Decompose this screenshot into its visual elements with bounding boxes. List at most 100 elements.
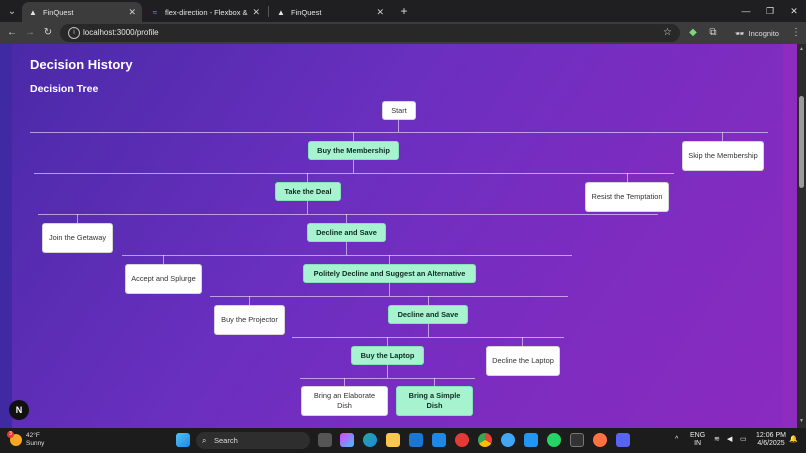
page-scrollbar[interactable]: ▲ ▼ bbox=[797, 44, 806, 428]
opera-icon[interactable] bbox=[455, 433, 469, 447]
url-text[interactable]: localhost:3000/profile bbox=[83, 28, 159, 37]
tab-divider bbox=[268, 6, 269, 17]
tree-connector bbox=[398, 119, 399, 132]
page-title: Decision History bbox=[30, 57, 133, 72]
tree-connector bbox=[353, 132, 354, 141]
tree-connector bbox=[38, 214, 658, 215]
tree-node-decline-laptop[interactable]: Decline the Laptop bbox=[486, 346, 560, 376]
back-arrow-icon[interactable]: ← bbox=[7, 27, 17, 38]
tree-connector bbox=[627, 173, 628, 182]
clock[interactable]: 12:06 PM 4/6/2025 bbox=[756, 432, 786, 447]
chrome-icon[interactable] bbox=[478, 433, 492, 447]
tree-connector bbox=[344, 378, 345, 386]
tree-connector bbox=[77, 214, 78, 223]
tree-connector bbox=[389, 283, 390, 296]
copilot-icon[interactable] bbox=[340, 433, 354, 447]
edge-icon[interactable] bbox=[363, 433, 377, 447]
battery-icon[interactable]: ▭ bbox=[740, 436, 747, 443]
close-icon[interactable]: ✕ bbox=[252, 6, 260, 17]
wifi-icon[interactable]: ≋ bbox=[714, 436, 720, 443]
tree-connector bbox=[34, 173, 674, 174]
address-bar[interactable]: i localhost:3000/profile ☆ bbox=[60, 24, 680, 42]
sun-icon: 3 bbox=[7, 431, 22, 446]
tree-connector bbox=[300, 378, 475, 379]
triangle-logo-icon: ▲ bbox=[277, 7, 285, 17]
section-title: Decision Tree bbox=[30, 83, 99, 95]
bookmark-star-icon[interactable]: ☆ bbox=[663, 27, 672, 38]
tree-node-skip-membership[interactable]: Skip the Membership bbox=[682, 141, 764, 171]
tree-connector bbox=[387, 337, 388, 346]
page-background bbox=[783, 44, 797, 428]
extension-icon[interactable]: ◆ bbox=[689, 27, 697, 38]
tab-finquest-active[interactable]: ▲ FinQuest ✕ bbox=[22, 2, 142, 22]
tab-strip: ⌄ ▲ FinQuest ✕ ≈ flex-direction - Flexbo… bbox=[0, 0, 806, 22]
windows-taskbar: 3 42°F Sunny ⌕ Search ^ ENG IN ≋ ◀ ▭ 12:… bbox=[0, 428, 806, 453]
tree-connector bbox=[522, 337, 523, 346]
tree-connector bbox=[307, 201, 308, 214]
tree-node-politely-decline[interactable]: Politely Decline and Suggest an Alternat… bbox=[303, 264, 476, 283]
chevron-up-icon[interactable]: ^ bbox=[675, 436, 679, 443]
notification-bell-icon[interactable]: 🔔 bbox=[789, 436, 798, 443]
close-icon[interactable]: ✕ bbox=[128, 6, 136, 17]
vscode-icon[interactable] bbox=[432, 433, 446, 447]
close-icon[interactable]: ✕ bbox=[376, 6, 384, 17]
tree-connector bbox=[210, 296, 568, 297]
scroll-down-icon[interactable]: ▼ bbox=[799, 418, 804, 424]
reload-icon[interactable]: ↻ bbox=[43, 27, 53, 38]
volume-icon[interactable]: ◀ bbox=[727, 436, 733, 443]
incognito-indicator[interactable]: 🕶 Incognito bbox=[735, 28, 779, 38]
tree-node-accept-splurge[interactable]: Accept and Splurge bbox=[125, 264, 202, 294]
scroll-up-icon[interactable]: ▲ bbox=[799, 46, 804, 52]
scrollbar-thumb[interactable] bbox=[799, 96, 804, 188]
tree-node-resist-temptation[interactable]: Resist the Temptation bbox=[585, 182, 669, 212]
incognito-icon: 🕶 bbox=[735, 28, 745, 38]
tree-node-start[interactable]: Start bbox=[382, 101, 416, 120]
new-tab-button[interactable]: + bbox=[400, 4, 408, 18]
page-viewport: Decision History Decision Tree Start Buy… bbox=[0, 44, 806, 428]
restore-button[interactable]: ❐ bbox=[765, 6, 775, 16]
tree-node-decline-save[interactable]: Decline and Save bbox=[307, 223, 386, 242]
tab-finquest[interactable]: ▲ FinQuest ✕ bbox=[277, 6, 384, 17]
close-window-button[interactable]: ✕ bbox=[790, 6, 798, 16]
more-menu-icon[interactable]: ⋮ bbox=[791, 27, 801, 38]
tree-node-bring-elaborate-dish[interactable]: Bring an Elaborate Dish bbox=[301, 386, 388, 416]
tree-connector bbox=[353, 160, 354, 173]
tree-node-join-getaway[interactable]: Join the Getaway bbox=[42, 223, 113, 253]
task-view-icon[interactable] bbox=[318, 433, 332, 447]
triangle-logo-icon: ▲ bbox=[29, 7, 37, 17]
tree-connector bbox=[30, 132, 768, 133]
tree-connector bbox=[389, 255, 390, 264]
tree-node-buy-projector[interactable]: Buy the Projector bbox=[214, 305, 285, 335]
tree-connector bbox=[428, 324, 429, 337]
todo-check-icon[interactable] bbox=[524, 433, 538, 447]
windows-start-icon[interactable] bbox=[176, 433, 190, 447]
tab-search-icon[interactable]: ⌄ bbox=[7, 5, 17, 17]
tree-node-buy-laptop[interactable]: Buy the Laptop bbox=[351, 346, 424, 365]
page-background bbox=[0, 44, 12, 428]
outlook-icon[interactable] bbox=[409, 433, 423, 447]
language-indicator[interactable]: ENG IN bbox=[690, 432, 706, 447]
weather-widget[interactable]: 3 42°F Sunny bbox=[7, 431, 44, 448]
forward-arrow-icon[interactable]: → bbox=[25, 27, 35, 38]
tree-connector bbox=[387, 365, 388, 378]
whatsapp-icon[interactable] bbox=[547, 433, 561, 447]
tree-node-decline-save-2[interactable]: Decline and Save bbox=[388, 305, 468, 324]
tree-node-buy-membership[interactable]: Buy the Membership bbox=[308, 141, 399, 160]
postman-icon[interactable] bbox=[593, 433, 607, 447]
tree-connector bbox=[346, 214, 347, 223]
tree-connector bbox=[428, 296, 429, 305]
terminal-icon[interactable] bbox=[570, 433, 584, 447]
chrome-canary-icon[interactable] bbox=[501, 433, 515, 447]
tree-connector bbox=[307, 173, 308, 182]
file-explorer-icon[interactable] bbox=[386, 433, 400, 447]
site-info-icon[interactable]: i bbox=[68, 27, 80, 39]
nextjs-logo-icon[interactable]: N bbox=[9, 400, 29, 420]
tree-node-take-deal[interactable]: Take the Deal bbox=[275, 182, 341, 201]
discord-icon[interactable] bbox=[616, 433, 630, 447]
puzzle-extensions-icon[interactable]: ⧉ bbox=[709, 27, 717, 38]
taskbar-search[interactable]: ⌕ Search bbox=[196, 432, 310, 449]
minimize-button[interactable]: — bbox=[741, 6, 751, 16]
tab-flex-direction[interactable]: ≈ flex-direction - Flexbox & Grid ✕ bbox=[144, 2, 266, 22]
tree-node-bring-simple-dish[interactable]: Bring a Simple Dish bbox=[396, 386, 473, 416]
browser-toolbar: ← → ↻ i localhost:3000/profile ☆ ◆ ⧉ 🕶 I… bbox=[0, 22, 806, 44]
